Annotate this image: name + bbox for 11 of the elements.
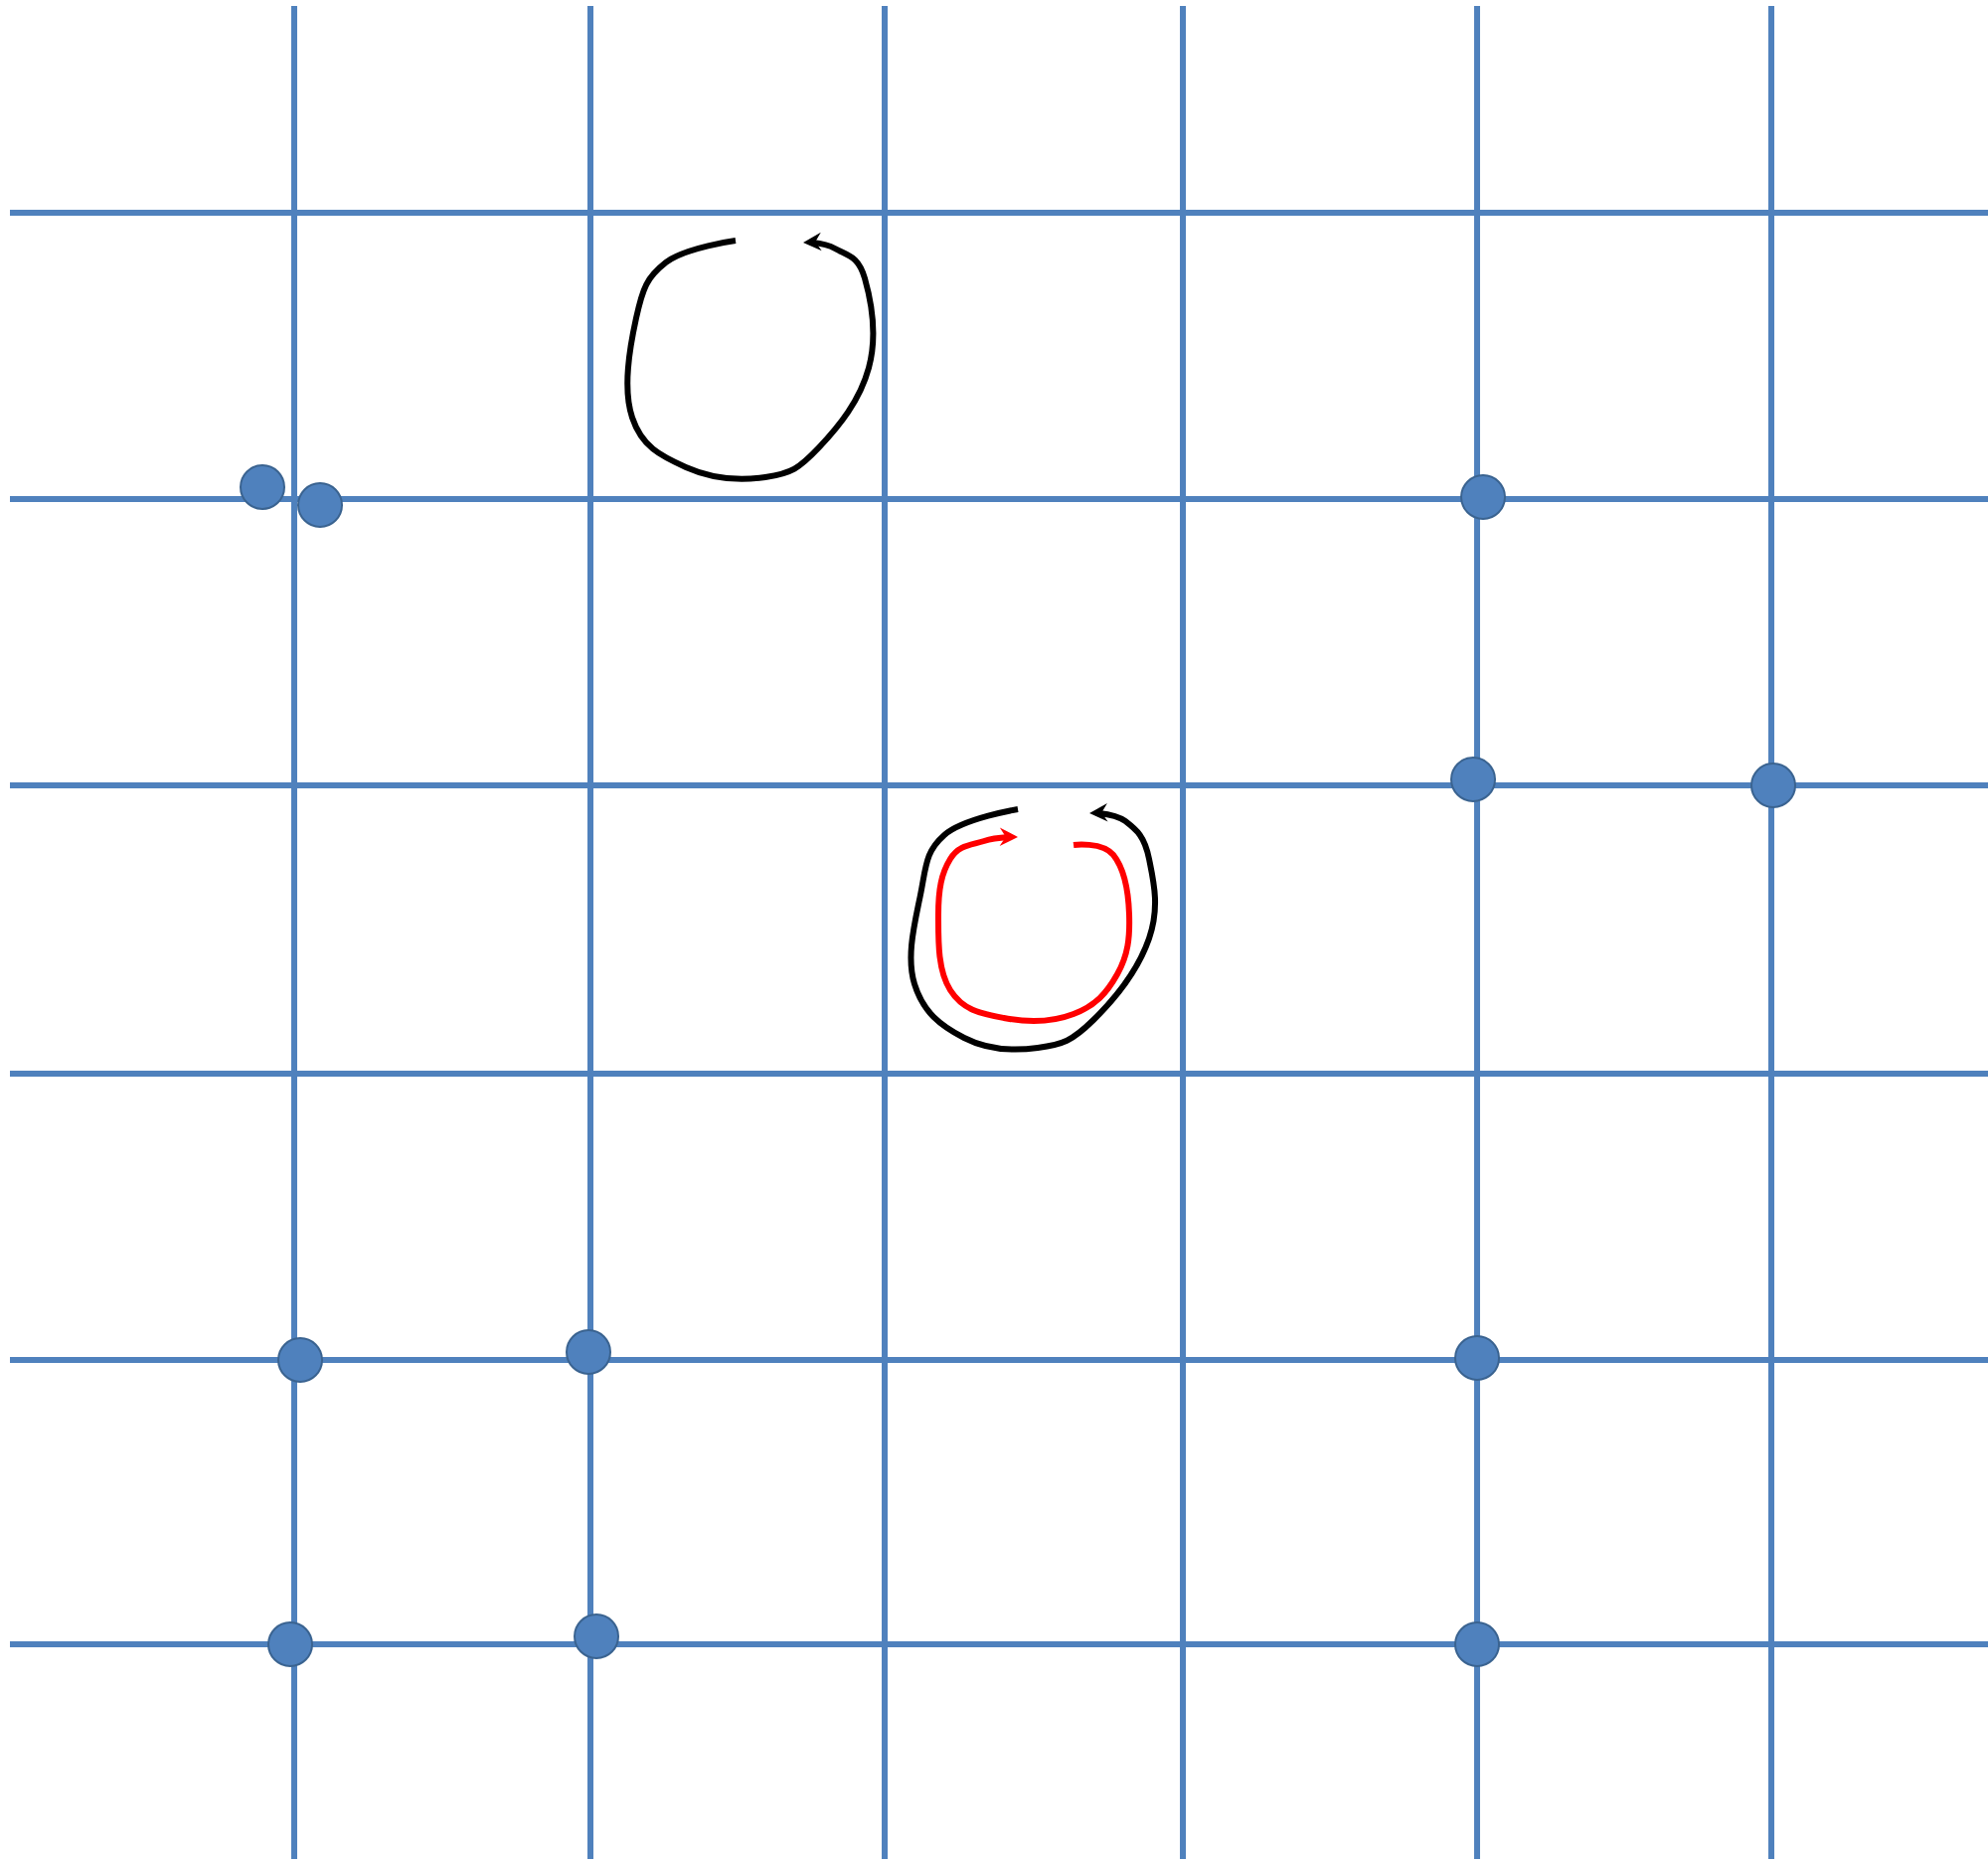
dot [1460,474,1506,520]
dot [297,482,343,528]
dot [1454,1335,1500,1381]
dot [574,1613,619,1659]
dot [1750,762,1796,808]
dot [267,1621,313,1667]
dot [277,1337,323,1383]
dot [566,1329,611,1375]
dot [1450,757,1496,802]
dot [240,464,285,510]
dot [1454,1621,1500,1667]
